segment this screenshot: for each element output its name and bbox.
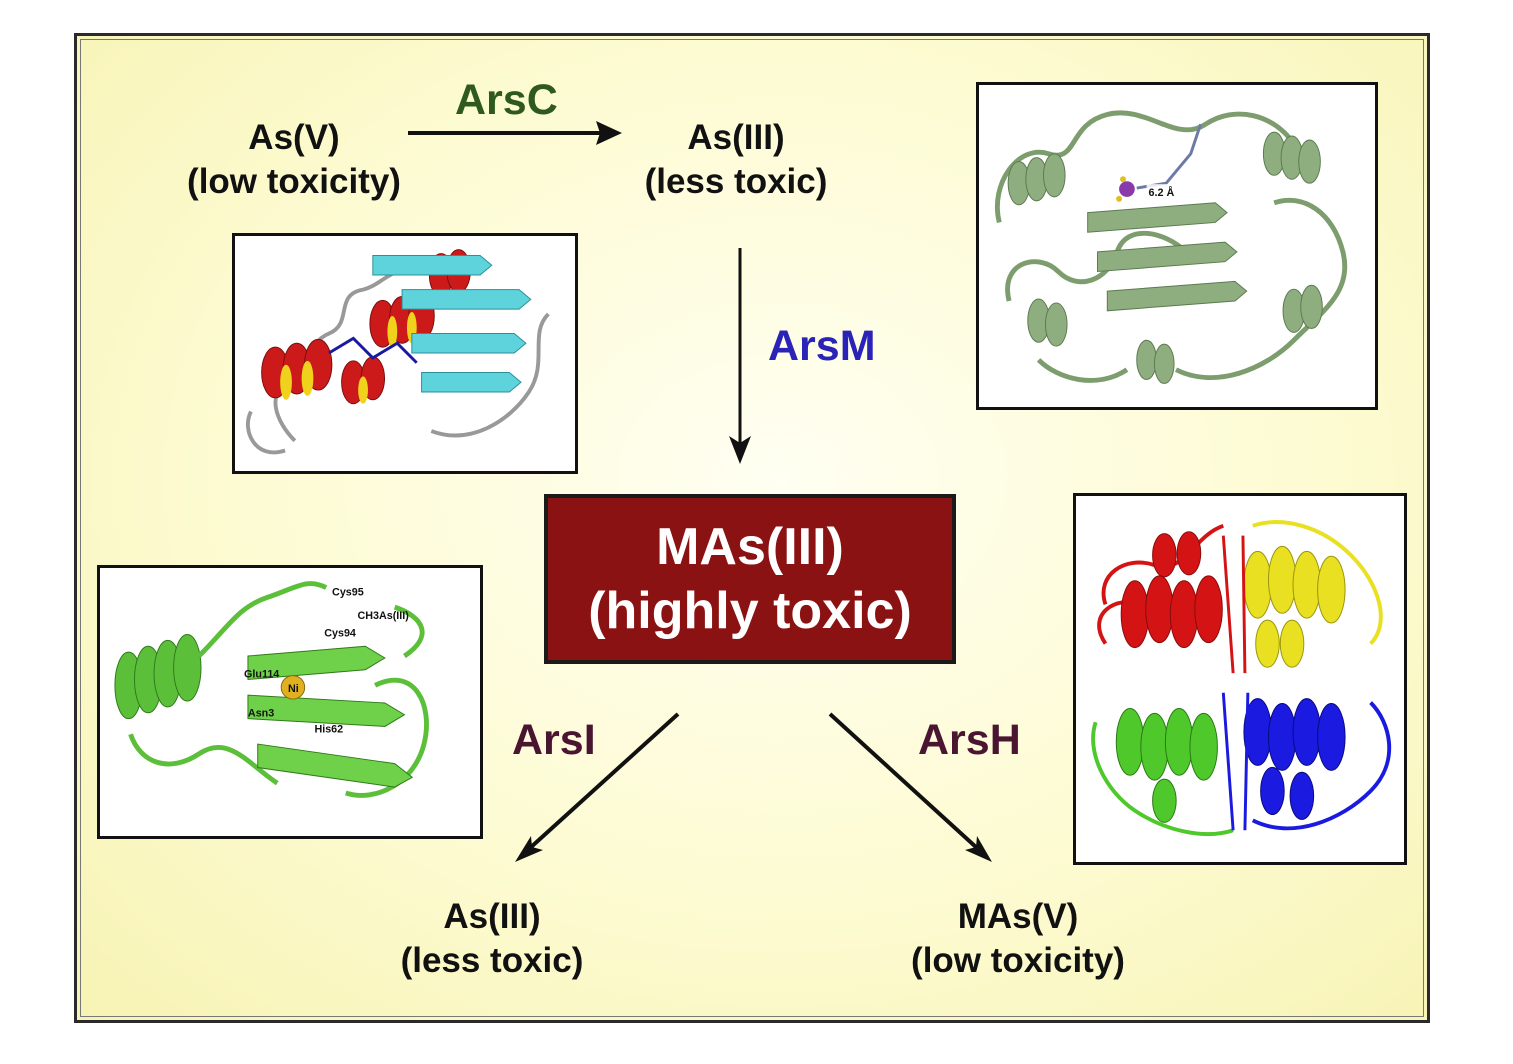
arsi-ch3as-label: CH3As(III) [357, 610, 409, 622]
arsi-glu-label: Glu114 [244, 669, 279, 681]
enzyme-arsm-label: ArsM [768, 322, 876, 370]
node-mas-iii-toxicity: (highly toxic) [588, 582, 912, 640]
node-as-iii-top-toxicity: (less toxic) [644, 162, 828, 201]
arsh-structure-image [1073, 493, 1407, 865]
node-mas-iii-box: MAs(III) (highly toxic) [544, 494, 956, 664]
node-as-v-top-toxicity: (low toxicity) [187, 162, 401, 201]
enzyme-arsc-label: ArsC [455, 76, 558, 124]
node-as-iii-top: As(III) (less toxic) [624, 116, 848, 204]
arsm-distance-label: 6.2 Å [1149, 186, 1175, 199]
arsc-structure-image [232, 233, 578, 474]
node-mas-v-name: MAs(V) [957, 897, 1079, 936]
arsi-cys95-label: Cys95 [332, 586, 364, 598]
distance-label-bg [1146, 184, 1180, 200]
arsi-structure-image: Ni Cys95 CH3As(III) Cys94 Glu114 Asn3 Hi… [97, 565, 483, 839]
node-as-iii-bottom: As(III) (less toxic) [380, 895, 604, 983]
arsi-cys94-label: Cys94 [324, 627, 356, 639]
arsc-ribbon-icon [245, 249, 550, 455]
arsi-his-label: His62 [314, 723, 343, 735]
arsi-ni-label: Ni [288, 683, 299, 695]
node-mas-iii-name: MAs(III) [656, 518, 844, 576]
node-as-v-top: As(V) (low toxicity) [172, 116, 416, 204]
enzyme-arsh-label: ArsH [918, 716, 1021, 764]
node-as-iii-bottom-name: As(III) [443, 897, 541, 936]
node-mas-v-toxicity: (low toxicity) [911, 941, 1125, 980]
arsh-ribbon-icon [1091, 520, 1392, 837]
arsm-structure-image: 6.2 Å [976, 82, 1378, 410]
node-as-v-top-name: As(V) [248, 118, 340, 157]
arsi-asn-label: Asn3 [248, 708, 274, 720]
node-as-iii-top-name: As(III) [687, 118, 785, 157]
arsm-ribbon-icon: 6.2 Å [995, 110, 1348, 384]
arsi-ribbon-icon: Ni Cys95 CH3As(III) Cys94 Glu114 Asn3 Hi… [114, 581, 429, 798]
enzyme-arsi-label: ArsI [512, 716, 596, 764]
node-as-iii-bottom-toxicity: (less toxic) [400, 941, 584, 980]
node-mas-v: MAs(V) (low toxicity) [892, 895, 1144, 983]
